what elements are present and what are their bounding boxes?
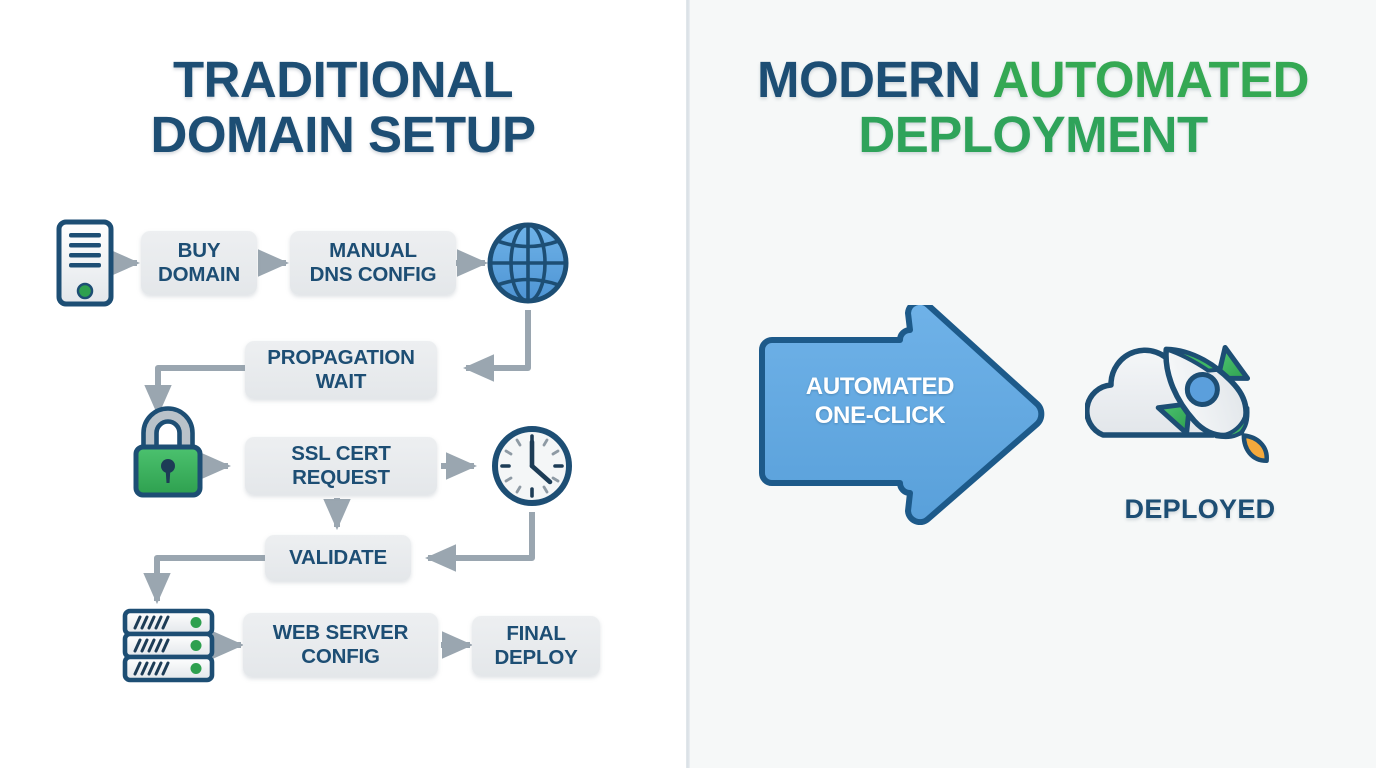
right-title-modern: MODERN bbox=[756, 51, 993, 108]
arrow-label-line2: ONE-CLICK bbox=[814, 402, 946, 430]
cloud-rocket-icon bbox=[1084, 325, 1315, 510]
flow-box-web-server-config[interactable]: WEB SERVER CONFIG bbox=[243, 613, 438, 677]
flow-label-line2: REQUEST bbox=[292, 466, 390, 489]
flow-box-validate[interactable]: VALIDATE bbox=[265, 535, 411, 581]
flow-label-line1: PROPAGATION bbox=[267, 346, 415, 370]
left-title-line1: TRADITIONAL bbox=[172, 51, 514, 108]
flow-label-line2: DEPLOY bbox=[494, 646, 578, 669]
flow-label-line2: CONFIG bbox=[301, 645, 380, 668]
left-title-line2: DOMAIN SETUP bbox=[150, 106, 536, 164]
flow-label-line1: BUY bbox=[177, 239, 221, 263]
flow-label-line2: DOMAIN bbox=[158, 263, 240, 286]
flow-box-manual-dns-config[interactable]: MANUAL DNS CONFIG bbox=[290, 231, 456, 295]
flow-label-line2: WAIT bbox=[315, 370, 367, 393]
flow-box-buy-domain[interactable]: BUY DOMAIN bbox=[141, 231, 257, 295]
arrow-label: AUTOMATED ONE-CLICK bbox=[780, 372, 980, 431]
flow-box-propagation-wait[interactable]: PROPAGATION WAIT bbox=[245, 341, 437, 399]
arrow-label-line1: AUTOMATED bbox=[805, 373, 955, 400]
flow-box-ssl-cert-request[interactable]: SSL CERT REQUEST bbox=[245, 437, 437, 495]
flow-label-line1: VALIDATE bbox=[289, 546, 387, 570]
flow-label-line2: DNS CONFIG bbox=[309, 263, 437, 286]
left-panel-title: TRADITIONAL DOMAIN SETUP bbox=[0, 52, 686, 162]
flow-label-line1: MANUAL bbox=[329, 239, 417, 263]
panel-divider bbox=[686, 0, 690, 768]
deployed-label: DEPLOYED bbox=[1124, 494, 1276, 524]
automated-one-click-arrow[interactable] bbox=[748, 298, 1048, 526]
flow-label-line1: FINAL bbox=[506, 622, 566, 646]
flow-label-line1: WEB SERVER bbox=[272, 621, 409, 645]
flow-label-line1: SSL CERT bbox=[291, 442, 391, 466]
right-panel-title: MODERN AUTOMATED DEPLOYMENT bbox=[690, 52, 1376, 162]
right-title-automated: AUTOMATED bbox=[992, 51, 1310, 108]
flow-box-final-deploy[interactable]: FINAL DEPLOY bbox=[472, 616, 600, 676]
right-title-deployment: DEPLOYMENT bbox=[858, 106, 1208, 164]
